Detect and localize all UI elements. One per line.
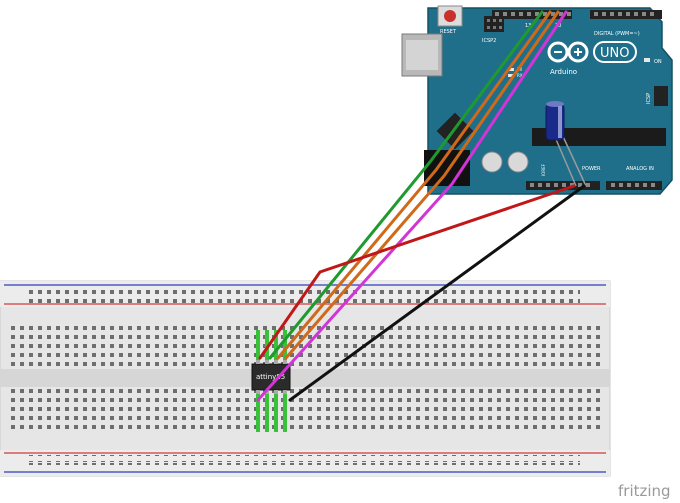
digital-label: DIGITAL (PWM=~) <box>594 31 640 37</box>
ioref-label: IOREF <box>541 163 546 176</box>
bottom-rail-holes-a <box>28 455 580 462</box>
top-rail-holes-b <box>28 296 580 303</box>
arduino-uno-board: RESET ICSP2 13 10 DIGITAL (PWM=~) <box>401 5 673 195</box>
wire-magenta-reset <box>256 10 568 402</box>
wire-orange-mosi <box>284 10 560 360</box>
tx-led <box>508 68 514 71</box>
fritzing-watermark: fritzing <box>618 482 671 500</box>
reset-button-cap <box>444 10 456 22</box>
chip-label: attiny85 <box>256 373 285 381</box>
on-label: ON <box>654 59 662 65</box>
rx-label: RX <box>517 73 523 78</box>
bottom-terminal-holes <box>10 389 600 434</box>
center-channel <box>0 369 610 387</box>
rx-led <box>508 74 514 77</box>
wire-black-gnd <box>288 184 586 402</box>
electrolytic-capacitor <box>545 101 587 187</box>
wire-red-5v <box>258 184 576 360</box>
brand-label: Arduino <box>550 68 577 76</box>
capacitor-1 <box>481 151 503 173</box>
bottom-rail-holes-b <box>28 463 580 470</box>
wires <box>256 10 586 402</box>
capacitor-2 <box>507 151 529 173</box>
reset-label: RESET <box>440 29 457 35</box>
usb-connector-inner <box>406 40 438 70</box>
digital-header-left <box>492 10 572 19</box>
uno-badge <box>593 41 637 63</box>
model-label: UNO <box>600 46 629 61</box>
pin-13-label: 13 <box>525 23 531 29</box>
icsp-label: ICSP <box>646 93 652 104</box>
top-rail-holes-a <box>28 288 580 295</box>
attiny85-chip: attiny85 <box>251 360 291 394</box>
wire-orange-miso <box>276 10 552 360</box>
on-led <box>644 58 650 62</box>
breadboard <box>0 280 611 477</box>
analog-label: ANALOG IN <box>626 166 654 172</box>
power-label: POWER <box>582 166 601 172</box>
icsp2-label: ICSP2 <box>482 38 496 44</box>
wire-green-sck <box>268 10 544 360</box>
analog-header <box>606 181 662 190</box>
arduino-logo <box>547 41 589 63</box>
top-terminal-holes <box>10 322 600 367</box>
icsp-header <box>654 86 668 106</box>
